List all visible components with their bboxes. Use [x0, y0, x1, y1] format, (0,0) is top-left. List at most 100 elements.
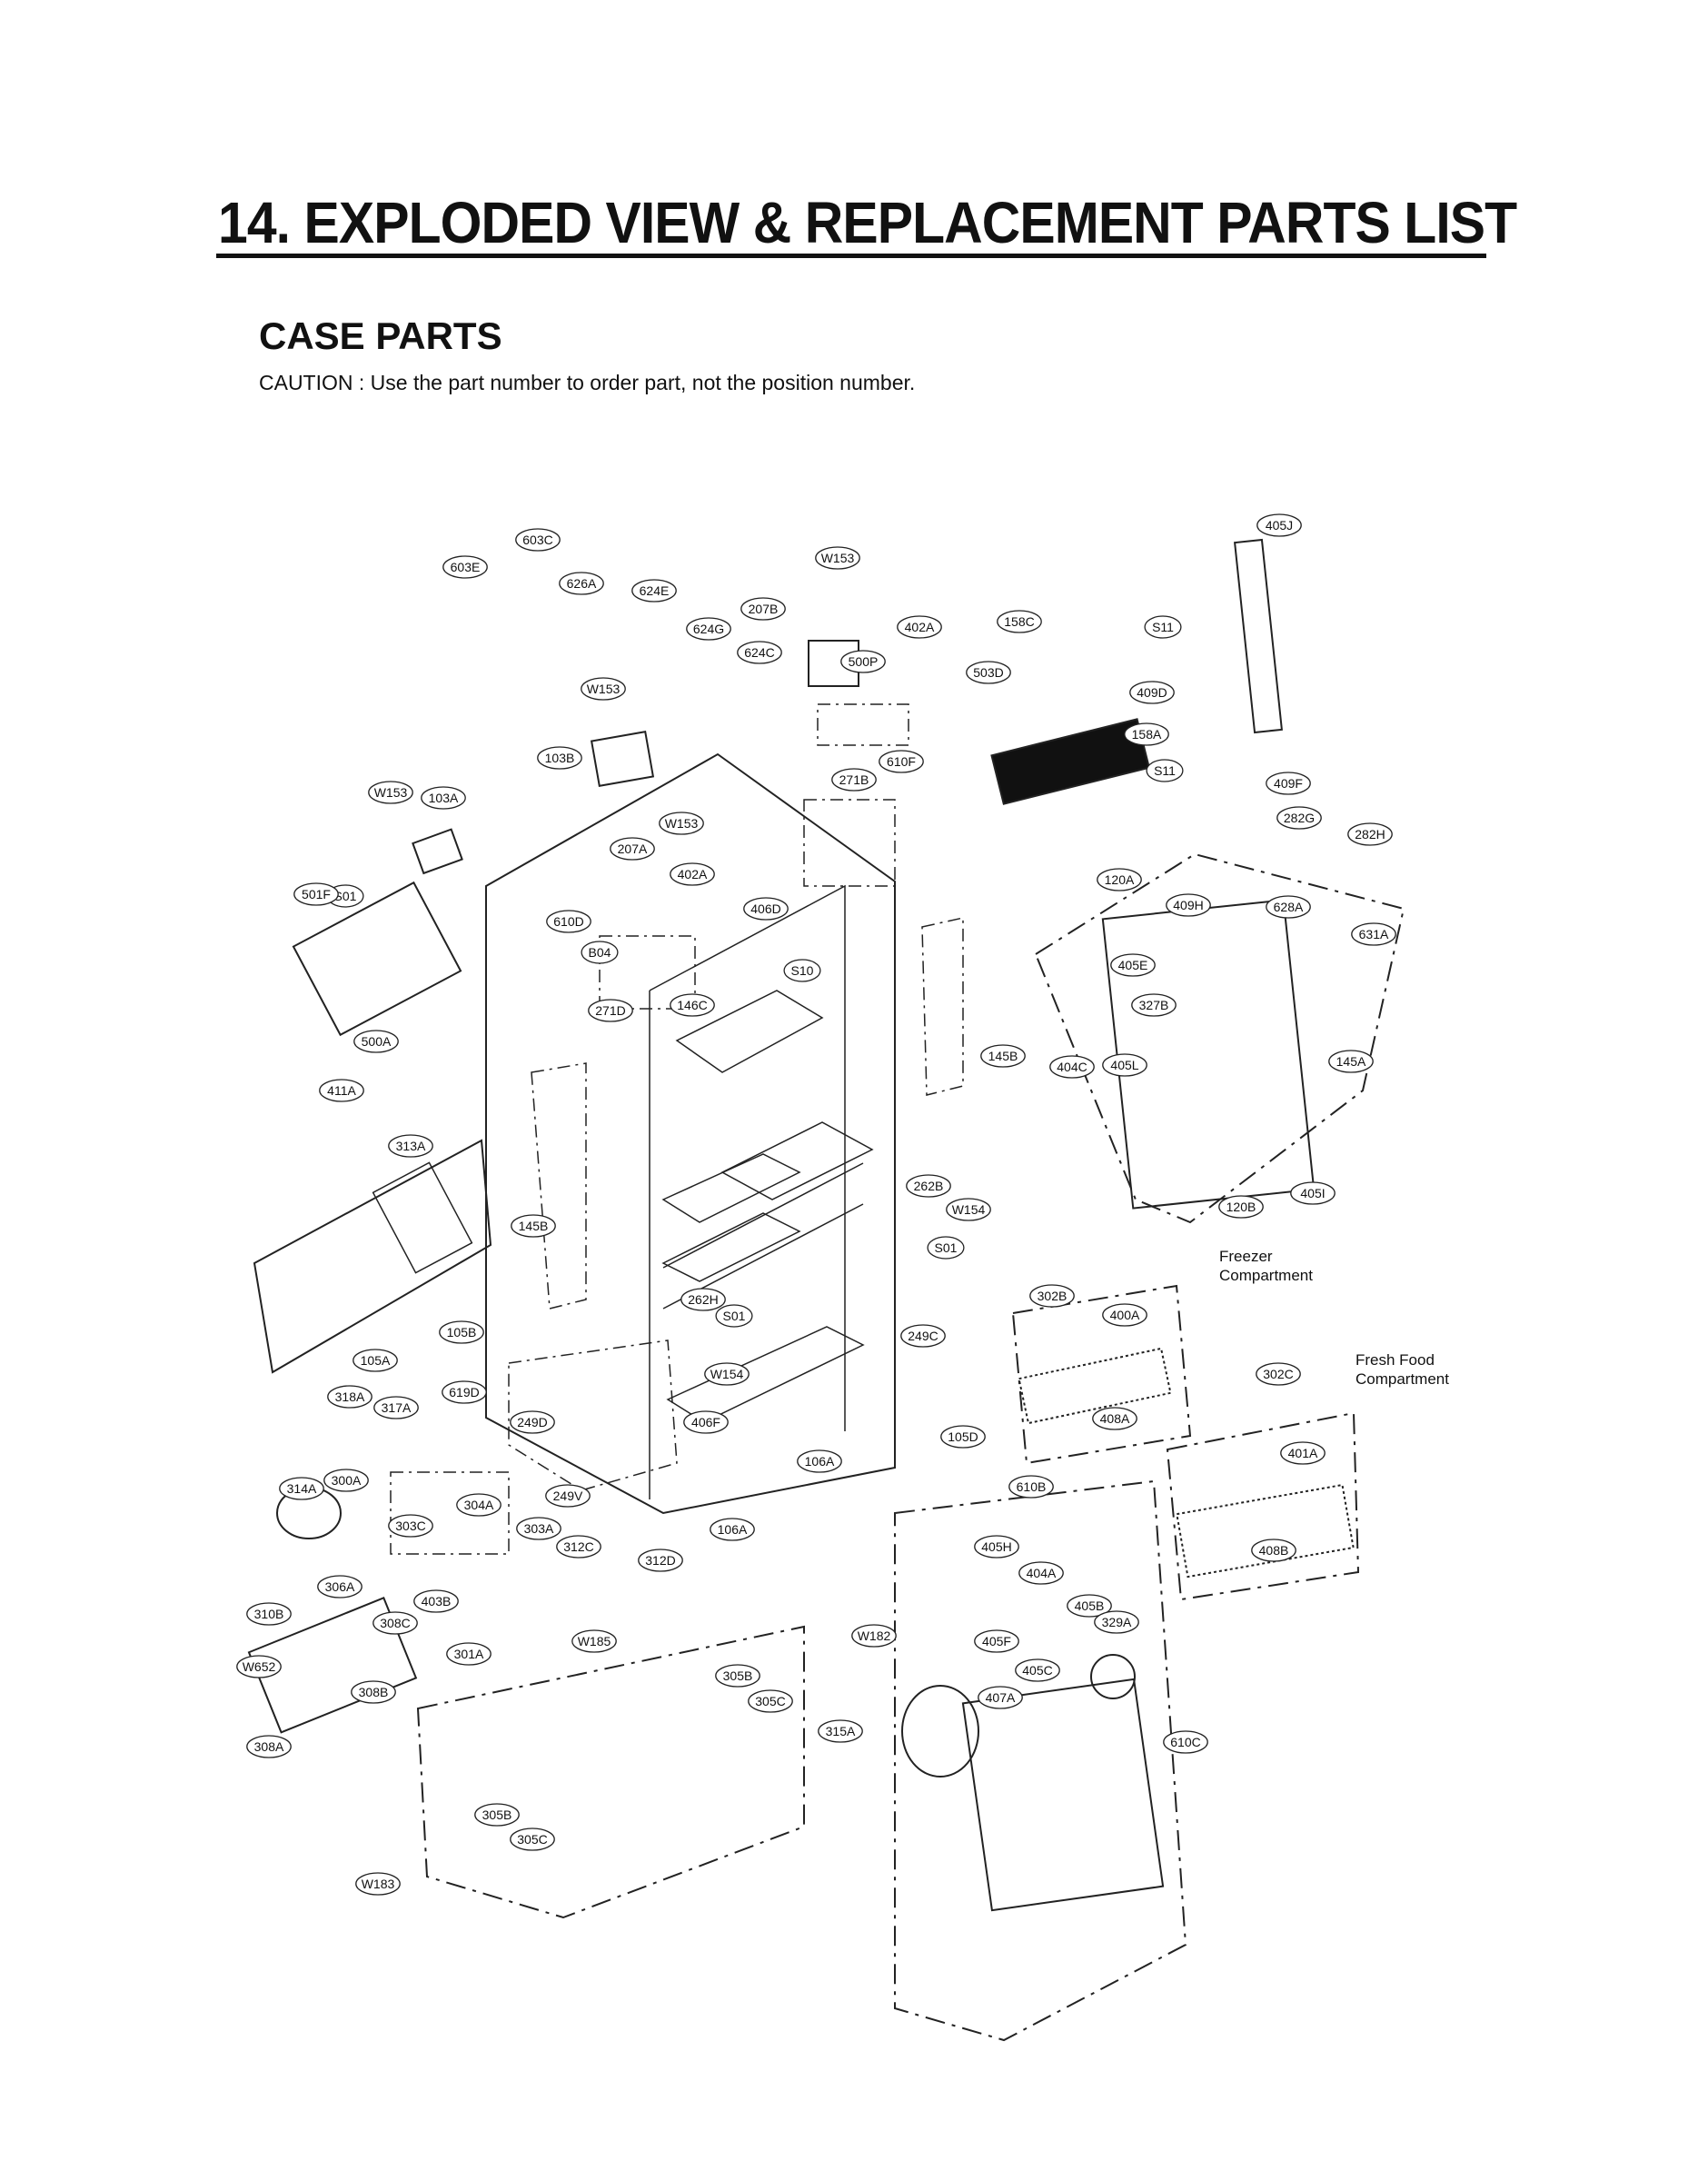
callout-text: 409D — [1137, 685, 1167, 700]
callout-text: 300A — [332, 1473, 362, 1488]
fresh-food-evaporator-group — [1166, 1411, 1360, 1601]
part-callout: 271B — [831, 768, 877, 792]
part-callout: 409H — [1166, 893, 1211, 917]
callout-text: 405E — [1118, 958, 1148, 972]
callout-text: 282G — [1284, 811, 1315, 825]
part-callout: 207A — [610, 837, 655, 861]
rail-box-145b-left — [531, 1062, 587, 1310]
callout-bubble — [1166, 893, 1211, 917]
callout-bubble — [710, 1518, 755, 1541]
callout-bubble — [317, 1575, 362, 1598]
part-callout: 619D — [442, 1380, 487, 1404]
part-callout: 120A — [1097, 868, 1142, 891]
part-callout: S10 — [783, 959, 821, 982]
callout-text: W185 — [578, 1634, 611, 1648]
part-callout: 145B — [511, 1214, 556, 1238]
callout-text: 405H — [981, 1539, 1011, 1554]
callout-text: 409F — [1274, 776, 1303, 791]
callout-text: 329A — [1102, 1615, 1132, 1629]
part-callout: 406F — [683, 1410, 729, 1434]
callout-text: 306A — [325, 1579, 355, 1594]
callout-text: S10 — [791, 963, 814, 978]
part-callout: 402A — [897, 615, 942, 639]
part-callout: 312C — [556, 1535, 601, 1559]
part-callout: 305B — [715, 1664, 760, 1688]
part-329a-wheel — [1090, 1654, 1136, 1699]
part-callout: 120B — [1218, 1195, 1264, 1219]
part-callout: 249D — [510, 1410, 555, 1434]
part-callout: 308B — [351, 1680, 396, 1704]
callout-bubble — [439, 1320, 484, 1344]
callout-bubble — [879, 750, 924, 773]
part-callout: 301A — [446, 1642, 492, 1666]
callout-text: 624G — [693, 622, 724, 636]
callout-bubble — [510, 1410, 555, 1434]
part-callout: 105B — [439, 1320, 484, 1344]
callout-text: 146C — [677, 998, 707, 1012]
callout-text: 262H — [688, 1292, 718, 1307]
callout-text: 106A — [718, 1522, 748, 1537]
callout-bubble — [236, 1655, 282, 1678]
callout-text: 406D — [750, 901, 780, 916]
part-610b-cover — [961, 1678, 1165, 1912]
part-callout: 310B — [246, 1602, 292, 1626]
callout-bubble — [456, 1493, 501, 1517]
callout-bubble — [1218, 1195, 1264, 1219]
cabinet-body — [485, 752, 896, 1515]
part-405j-strip — [1234, 538, 1283, 734]
callout-bubble — [442, 555, 488, 579]
callout-bubble — [421, 786, 466, 810]
callout-text: 145B — [519, 1219, 549, 1233]
part-callout: 603C — [515, 528, 561, 552]
callout-text: 402A — [678, 867, 708, 881]
part-callout: 624E — [631, 579, 677, 603]
part-callout: 610B — [1008, 1475, 1054, 1499]
callout-text: 301A — [454, 1647, 484, 1661]
callout-bubble — [997, 610, 1042, 633]
callout-bubble — [638, 1549, 683, 1572]
callout-bubble — [373, 1396, 419, 1419]
callout-text: 610B — [1017, 1479, 1047, 1494]
callout-text: 282H — [1355, 827, 1385, 842]
callout-bubble — [1328, 1050, 1374, 1073]
callout-bubble — [1102, 1053, 1147, 1077]
callout-bubble — [715, 1664, 760, 1688]
callout-bubble — [1256, 1362, 1301, 1386]
callout-text: 103B — [545, 751, 575, 765]
callout-text: 405C — [1022, 1663, 1052, 1678]
callout-bubble — [686, 617, 731, 641]
part-callout: 409D — [1129, 681, 1175, 704]
callout-bubble — [1131, 993, 1177, 1017]
callout-bubble — [670, 862, 715, 886]
callout-text: 271B — [839, 772, 869, 787]
callout-text: 305C — [517, 1832, 547, 1847]
part-callout: 308C — [372, 1611, 418, 1635]
callout-text: 406F — [691, 1415, 720, 1429]
callout-bubble — [737, 641, 782, 664]
part-callout: W154 — [946, 1198, 991, 1221]
callout-text: 303C — [395, 1519, 425, 1533]
callout-text: 105A — [361, 1353, 391, 1368]
part-callout: 405E — [1110, 953, 1156, 977]
callout-bubble — [537, 746, 582, 770]
callout-bubble — [1110, 953, 1156, 977]
callout-bubble — [740, 597, 786, 621]
callout-text: 145B — [988, 1049, 1018, 1063]
part-callout: 610D — [546, 910, 591, 933]
callout-text: 271D — [595, 1003, 625, 1018]
callout-text: 313A — [396, 1139, 426, 1153]
part-callout: 404C — [1049, 1055, 1095, 1079]
part-callout: 300A — [323, 1469, 369, 1492]
part-callout: W153 — [815, 546, 860, 570]
part-callout: 500A — [353, 1030, 399, 1053]
part-callout: 628A — [1266, 895, 1311, 919]
evaporator-cover-group — [1034, 852, 1405, 1224]
part-callout: 409F — [1266, 772, 1311, 795]
part-callout: 624C — [737, 641, 782, 664]
part-callout: 305C — [510, 1827, 555, 1851]
callout-bubble — [581, 941, 619, 964]
part-callout: 304A — [456, 1493, 501, 1517]
callout-bubble — [581, 677, 626, 701]
callout-bubble — [1146, 759, 1184, 782]
part-callout: 105D — [940, 1425, 986, 1449]
